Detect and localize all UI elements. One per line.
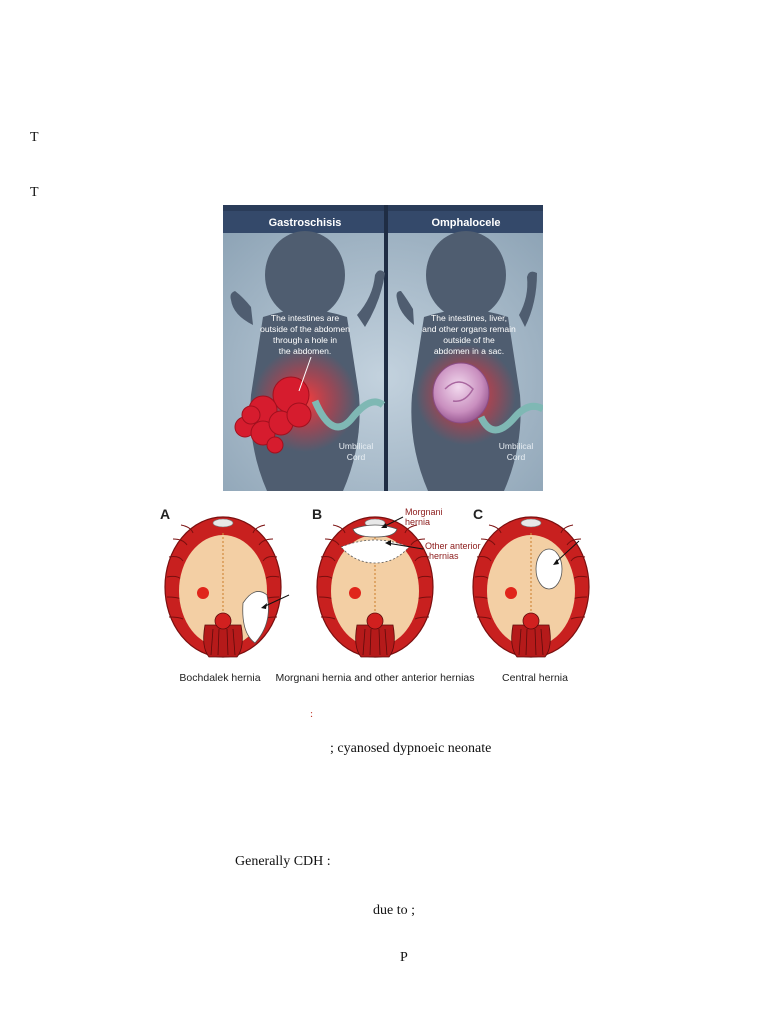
caption-central: Central hernia [502,672,568,684]
diaphragmatic-hernia-illustration: A Bochdalek hernia B Morgnani hernia Oth… [160,506,590,684]
morgnani-note-line2: hernia [405,517,430,527]
panel-a-bochdalek: A Bochdalek hernia [160,506,290,684]
diaphragmatic-hernia-figure: A Bochdalek hernia B Morgnani hernia Oth… [155,503,595,693]
svg-text:The intestines, liver,: The intestines, liver, [431,313,507,323]
pointer-arrow-a [262,594,290,608]
svg-text:The intestines are: The intestines are [271,313,340,323]
panel-letter-a: A [160,506,170,522]
pointer-arrow-c [554,540,580,564]
text-generally-cdh: Generally CDH : [235,854,331,869]
umbilical-cord-right [477,402,543,434]
abdominal-wall-defects-figure: Gastroschisis Omphalocele The intestines… [223,205,543,491]
gastroschisis-title: Gastroschisis [269,217,342,229]
morgnani-defect [352,524,398,538]
caption-bochdalek: Bochdalek hernia [179,672,260,684]
text-due-to: due to ; [373,903,415,918]
cord-label-right-line1: Umbilical [499,441,534,451]
text-line-t1: T [30,130,39,145]
svg-text:abdomen in a sac.: abdomen in a sac. [434,346,504,356]
omphalocele-sac [432,362,490,424]
text-line-p: P [400,950,408,965]
gastroschisis-note: The intestines are outside of the abdome… [260,313,350,356]
omphalocele-title: Omphalocele [431,217,500,229]
anterior-defect [340,539,410,564]
text-line-t2: T [30,185,39,200]
exposed-intestines [234,376,312,454]
abdominal-wall-defects-illustration: Gastroschisis Omphalocele The intestines… [223,205,543,491]
umbilical-cord-left [311,398,386,431]
caption-morgnani: Morgnani hernia and other anterior herni… [275,672,474,684]
cord-label-right-line2: Cord [507,452,526,462]
panel-divider [384,205,388,491]
red-colon-mark: : [310,708,314,720]
svg-text:and other organs remain: and other organs remain [422,324,516,334]
cord-label-left-line2: Cord [347,452,366,462]
svg-text:outside of the abdomen: outside of the abdomen [260,324,350,334]
anterior-note-line2: hernias [429,551,459,561]
central-defect [535,548,563,590]
svg-text:the abdomen.: the abdomen. [279,346,332,356]
svg-text:outside of the: outside of the [443,335,495,345]
svg-text:through a hole in: through a hole in [273,335,337,345]
panel-c-central: C Central hernia [472,506,590,684]
text-cyanosed-neonate: ; cyanosed dypnoeic neonate [330,741,492,756]
panel-letter-b: B [312,506,322,522]
panel-letter-c: C [473,506,483,522]
bochdalek-defect [242,591,269,644]
omphalocele-note: The intestines, liver, and other organs … [422,313,516,356]
cord-label-left-line1: Umbilical [339,441,374,451]
anterior-note-line1: Other anterior [425,541,481,551]
morgnani-note-line1: Morgnani [405,507,443,517]
panel-b-morgnani: B Morgnani hernia Other anterior hernias… [275,506,480,684]
